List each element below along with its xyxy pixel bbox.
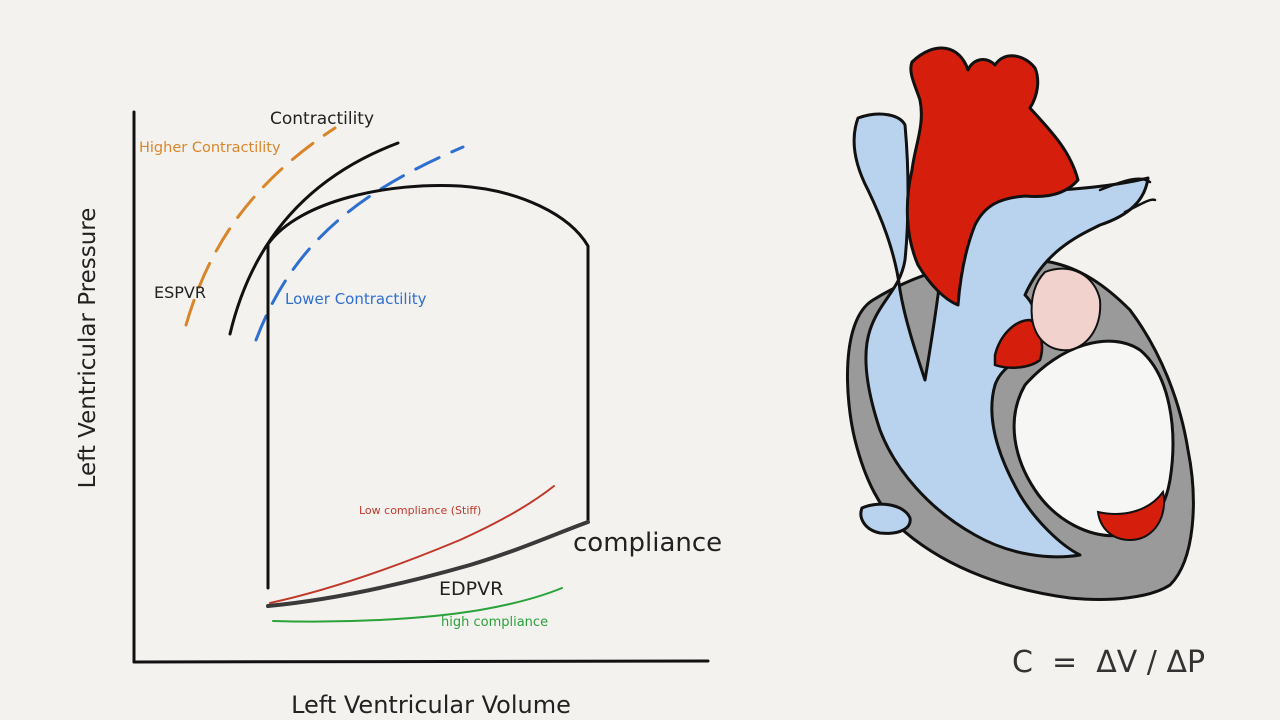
contractility-label: Contractility [270,109,374,129]
lower-contractility-label: Lower Contractility [285,290,427,308]
y-axis-label: Left Ventricular Pressure [75,208,101,489]
pulmonary-artery-branch [1098,177,1157,214]
higher-contractility-label: Higher Contractility [139,140,281,156]
x-axis [132,659,710,664]
edpvr-curve [266,520,590,608]
edpvr-label: EDPVR [439,578,503,600]
aorta [905,46,1080,307]
apex-red-patch [1096,489,1166,542]
mitral-valve-region [1030,267,1102,352]
contractility-curve [228,141,400,336]
compliance-label: compliance [573,528,722,558]
higher-contractility-curve [184,126,337,327]
pv-loop [266,183,590,590]
high-compliance-label: high compliance [441,615,548,630]
low-compliance-curve [269,485,555,604]
espvr-label: ESPVR [154,283,206,302]
compliance-formula: C = ΔV / ΔP [1012,645,1205,680]
lower-contractility-curve [254,145,465,342]
x-axis-label: Left Ventricular Volume [291,691,571,719]
inferior-vena-cava [859,502,912,535]
low-compliance-label: Low compliance (Stiff) [359,504,481,517]
high-compliance-curve [272,587,563,623]
heart-illustration [846,46,1195,601]
pv-loop-diagram: Left Ventricular Pressure Left Ventricul… [75,109,722,719]
